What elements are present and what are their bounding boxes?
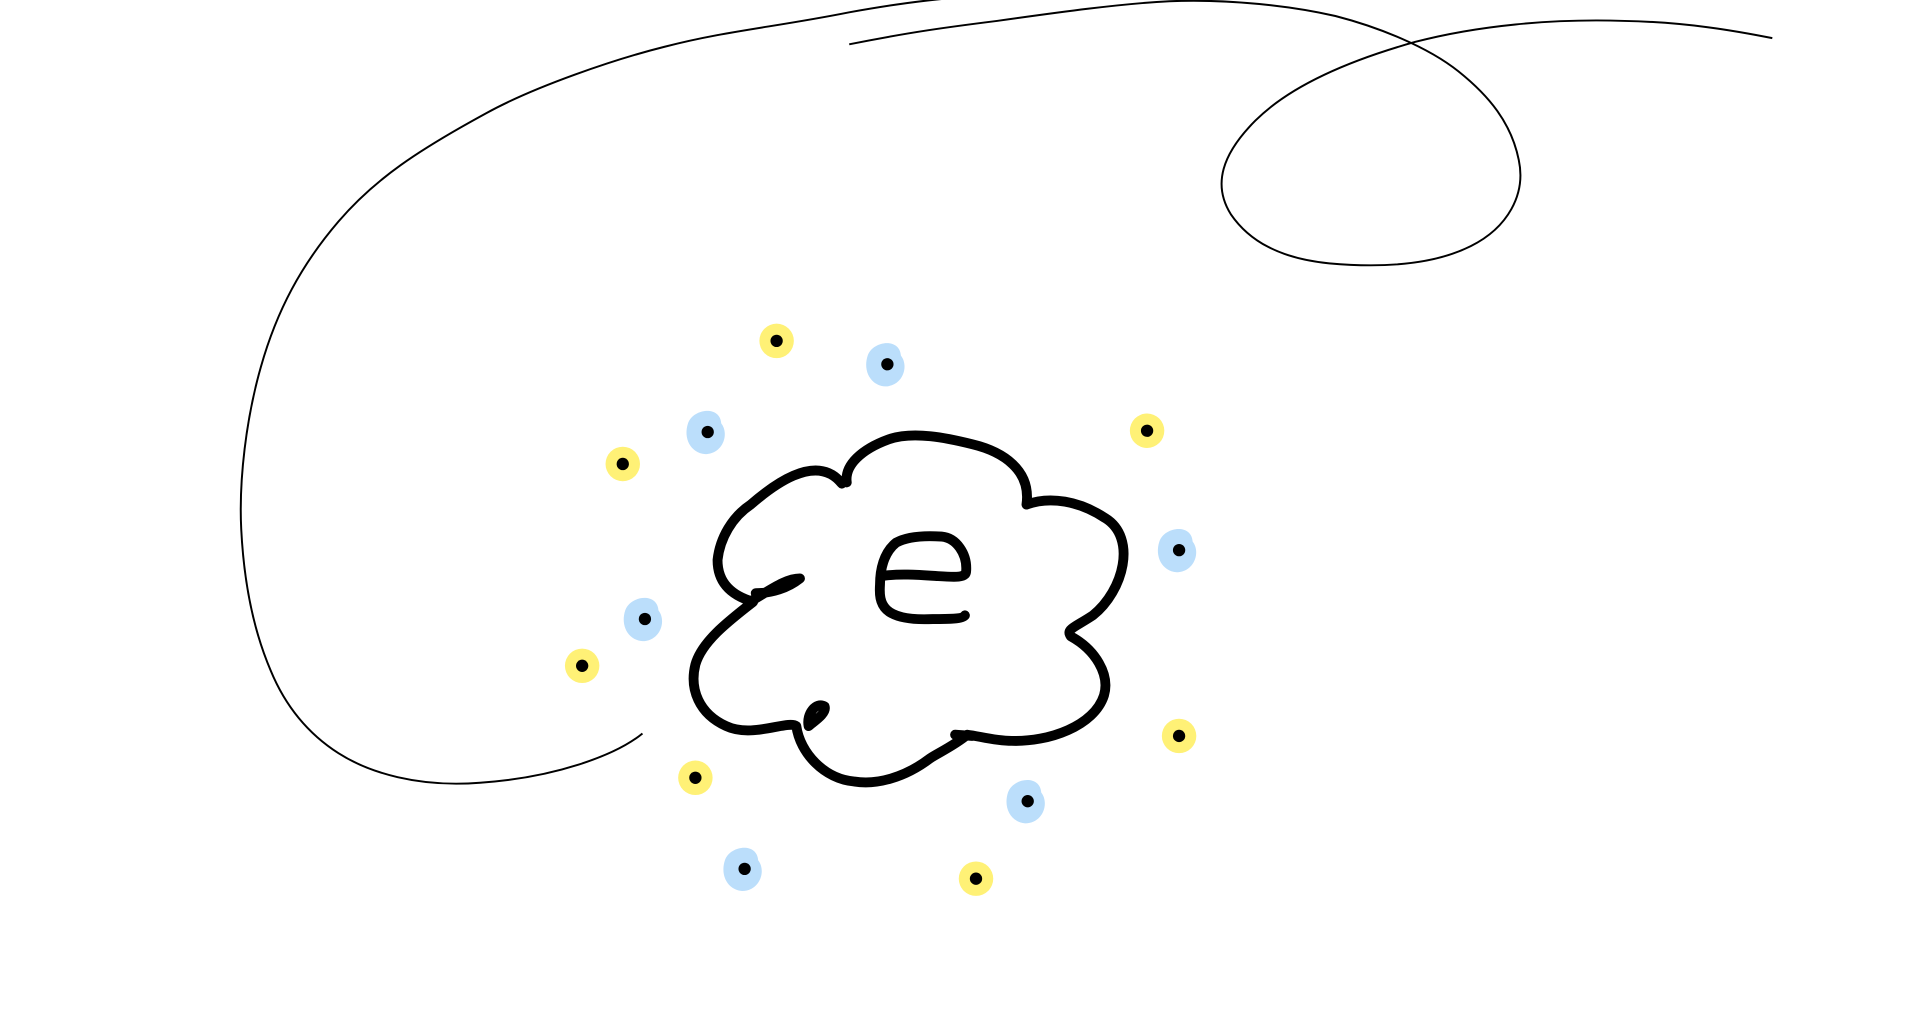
yellow-dot[interactable] [759, 323, 794, 359]
flower-outline [688, 430, 1129, 788]
dot-center [770, 334, 783, 348]
dot-center [1140, 424, 1154, 437]
yellow-dot[interactable] [564, 648, 600, 684]
blue-dot[interactable] [623, 597, 663, 642]
yellow-dot[interactable] [605, 446, 640, 482]
blue-dot[interactable] [1157, 528, 1197, 573]
dot-center [738, 862, 751, 876]
yellow-dot[interactable] [958, 861, 994, 896]
blue-dot[interactable] [1006, 780, 1045, 824]
dot-center [616, 457, 629, 471]
letter-e [874, 531, 978, 741]
flower-stem-curl [747, 573, 830, 732]
yellow-dot[interactable] [678, 760, 713, 796]
dot-center [638, 612, 652, 626]
yellow-dot[interactable] [1161, 718, 1197, 754]
dot-center [701, 425, 714, 439]
blue-dot[interactable] [723, 847, 762, 892]
dot-center [881, 358, 894, 371]
dot-center [576, 659, 589, 672]
dot-center [1021, 795, 1034, 808]
dot-center [1172, 543, 1186, 557]
yellow-dot[interactable] [1129, 413, 1165, 448]
freehand-loop-line[interactable] [239, 0, 1773, 785]
dot-center [689, 771, 702, 784]
dot-center [969, 872, 983, 885]
blue-dot[interactable] [866, 343, 905, 387]
dot-center [1172, 729, 1186, 743]
flower-doodle[interactable] [688, 430, 1129, 788]
blue-dot[interactable] [686, 410, 725, 455]
